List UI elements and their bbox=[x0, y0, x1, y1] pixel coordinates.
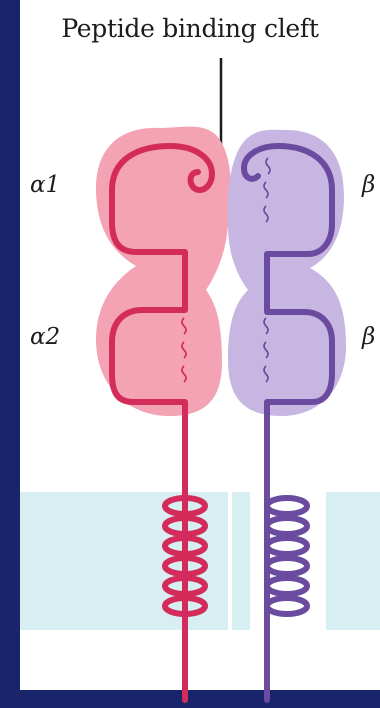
alpha1-label: α1 bbox=[30, 172, 60, 198]
transmembrane-helix-icon bbox=[267, 498, 307, 614]
beta1-label: β bbox=[362, 172, 375, 198]
membrane-right bbox=[326, 492, 380, 630]
peptide-binding-cleft-label: Peptide binding cleft bbox=[20, 14, 360, 43]
beta2-label: β bbox=[362, 324, 375, 350]
alpha2-label: α2 bbox=[30, 324, 60, 350]
membrane-middle bbox=[232, 492, 250, 630]
